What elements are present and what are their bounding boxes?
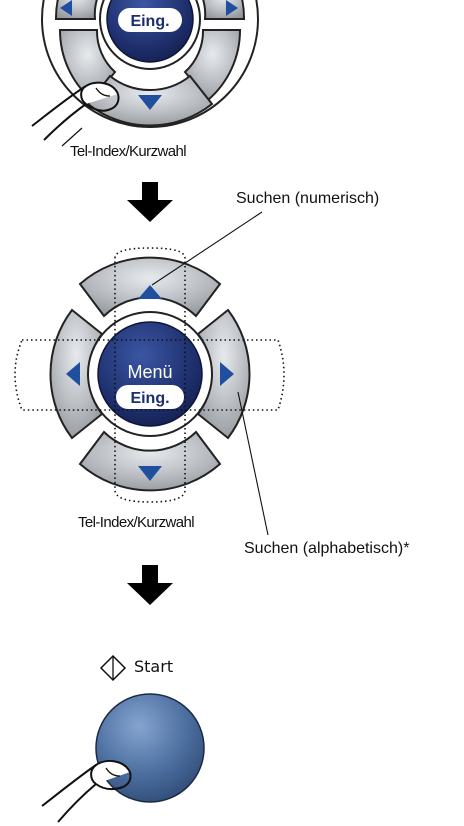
step2-center-button[interactable]: Menü Eing. <box>87 311 213 437</box>
vertical-dotted-outline <box>114 247 186 503</box>
step1-center-button[interactable]: Eing. <box>99 0 201 70</box>
step1-center-label: Eing. <box>130 13 169 30</box>
step2-left-arrow-icon <box>66 362 80 386</box>
step2-down-arrow-icon <box>138 466 162 481</box>
step2-right-arrow-icon <box>220 362 234 386</box>
step2-nav-pad: Menü Eing. <box>49 256 251 492</box>
step2-tel-index-label: Tel-Index/Kurzwahl <box>78 514 195 531</box>
callout-line-up <box>151 211 263 286</box>
step1-leader-line <box>61 127 83 147</box>
step1-down-arrow-icon <box>138 95 162 110</box>
step2-center-bottom-label: Eing. <box>130 390 169 407</box>
step1-right-key[interactable] <box>202 0 246 20</box>
start-label: Start <box>134 657 174 676</box>
start-diamond-icon <box>99 654 127 682</box>
step1-left-arrow-icon <box>60 0 72 16</box>
step3-pointing-finger-icon <box>41 759 132 823</box>
step1-nav-pad: Eing. <box>41 0 259 128</box>
step2-center-top-label: Menü <box>127 362 172 382</box>
start-button[interactable] <box>95 693 205 803</box>
step1-pointing-finger-icon <box>31 81 120 141</box>
horizontal-dotted-outline <box>14 339 285 411</box>
step2-down-key[interactable] <box>78 430 222 492</box>
step1-right-arrow-icon <box>226 0 238 16</box>
step2-dotted-highlights <box>14 247 285 503</box>
step1-tel-index-label: Tel-Index/Kurzwahl <box>70 143 187 160</box>
callout-search-numeric: Suchen (numerisch) <box>236 190 380 207</box>
flow-arrow-2-icon <box>127 565 173 605</box>
flow-arrow-1-icon <box>127 182 173 222</box>
callout-search-alpha: Suchen (alphabetisch)* <box>244 540 410 557</box>
step2-up-arrow-icon <box>138 285 162 299</box>
step1-down-key[interactable] <box>86 74 214 127</box>
step2-up-key[interactable] <box>78 256 222 318</box>
callout-line-right <box>237 391 269 536</box>
